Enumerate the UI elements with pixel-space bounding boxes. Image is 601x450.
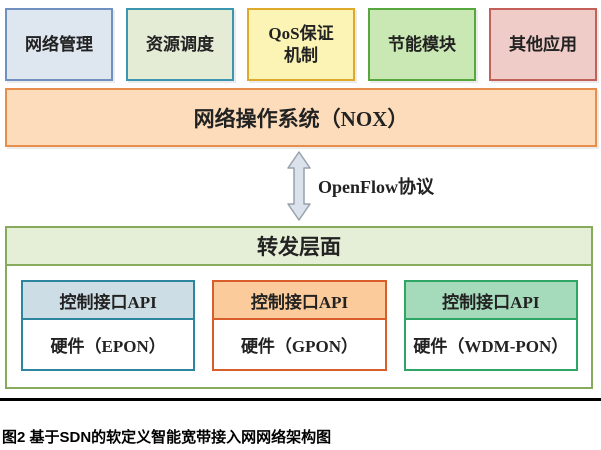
api-group-epon: 控制接口API 硬件（EPON） [21, 280, 196, 371]
api-group-gpon: 控制接口API 硬件（GPON） [212, 280, 387, 371]
openflow-protocol-label: OpenFlow协议 [318, 177, 435, 197]
module-network-management: 网络管理 [5, 8, 113, 81]
forwarding-plane-body: 控制接口API 硬件（EPON） 控制接口API 硬件（GPON） 控制接口AP… [7, 266, 591, 387]
forwarding-plane-container: 转发层面 控制接口API 硬件（EPON） 控制接口API 硬件（GPON） 控… [5, 226, 593, 389]
figure-caption: 图2 基于SDN的软定义智能宽带接入网网络架构图 [2, 429, 332, 446]
application-modules-row: 网络管理 资源调度 QoS保证 机制 节能模块 其他应用 [5, 8, 597, 81]
api-label-wdm-pon: 控制接口API [405, 282, 576, 320]
hardware-label-epon: 硬件（EPON） [23, 320, 194, 369]
hardware-label-gpon: 硬件（GPON） [214, 320, 385, 369]
api-label-gpon: 控制接口API [214, 282, 385, 320]
api-label-epon: 控制接口API [23, 282, 194, 320]
module-resource-scheduling: 资源调度 [126, 8, 234, 81]
nox-bar: 网络操作系统（NOX） [5, 88, 597, 147]
api-group-wdm-pon: 控制接口API 硬件（WDM-PON） [403, 280, 578, 371]
openflow-double-arrow-icon [287, 151, 311, 221]
forwarding-plane-title: 转发层面 [7, 228, 591, 266]
figure-bottom-rule [0, 398, 601, 401]
double-arrow-shape [287, 151, 311, 221]
module-qos-guarantee: QoS保证 机制 [247, 8, 355, 81]
module-other-applications: 其他应用 [489, 8, 597, 81]
hardware-label-wdm-pon: 硬件（WDM-PON） [405, 320, 576, 369]
module-energy-saving: 节能模块 [368, 8, 476, 81]
